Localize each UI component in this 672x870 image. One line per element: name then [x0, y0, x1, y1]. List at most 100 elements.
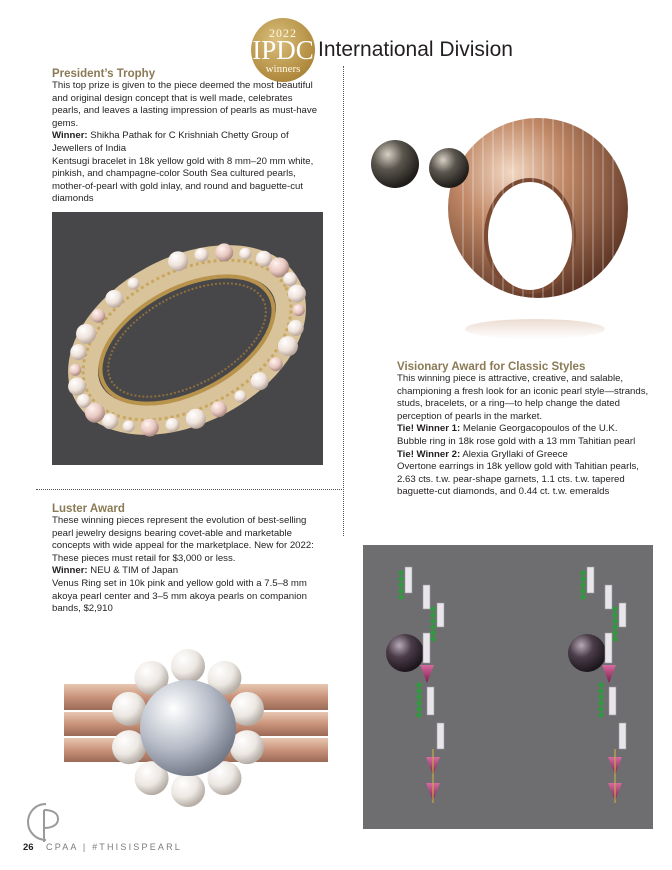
visionary-award-description: This winning piece is attractive, creati…	[397, 373, 649, 422]
luster-award-description: These winning pieces represent the evolu…	[52, 515, 314, 564]
emerald	[598, 682, 604, 688]
bracelet-pearl	[102, 413, 119, 430]
bracelet-pearl	[287, 284, 306, 303]
emerald	[598, 712, 604, 718]
baguette-diamond	[586, 566, 595, 594]
kentsugi-bracelet-photo	[52, 212, 323, 465]
presidents-trophy-winner: Winner: Shikha Pathak for C Krishniah Ch…	[52, 130, 320, 155]
badge-year: 2022	[269, 26, 297, 40]
visionary-award-winner-2: Tie! Winner 2: Alexia Gryllaki of Greece	[397, 449, 655, 462]
page-number: 26	[23, 842, 34, 853]
emerald	[598, 688, 604, 694]
garnet	[420, 665, 434, 683]
akoya-side-pearl	[229, 691, 264, 726]
akoya-side-pearl	[207, 761, 242, 796]
emerald	[416, 688, 422, 694]
akoya-side-pearl	[171, 649, 205, 683]
winner-1-label: Tie! Winner 1:	[397, 423, 461, 435]
bracelet-pearl	[255, 250, 272, 267]
badge-subtitle: winners	[265, 63, 301, 75]
emerald	[416, 706, 422, 712]
emerald	[398, 594, 404, 600]
baguette-diamond	[436, 602, 445, 628]
ipdc-badge-logo	[251, 18, 315, 82]
emerald	[430, 624, 436, 630]
presidents-trophy-heading: President’s Trophy	[52, 68, 156, 80]
emerald	[416, 682, 422, 688]
winner-label: Winner:	[52, 130, 88, 142]
bracelet-pearl	[194, 247, 209, 262]
luster-award-section: Luster Award These winning pieces repres…	[52, 503, 322, 616]
winner-1-name: Melanie Georgacopoulos of the U.K.	[462, 423, 618, 435]
earrings-illustration	[386, 566, 627, 803]
emerald	[398, 582, 404, 588]
section-title: International Division	[318, 38, 513, 61]
baguette-diamond	[604, 632, 613, 664]
akoya-side-pearl	[229, 730, 264, 765]
bracelet-pearl	[269, 257, 290, 278]
luster-award-heading: Luster Award	[52, 503, 125, 515]
emerald	[598, 706, 604, 712]
baguette-diamond	[608, 686, 617, 716]
visionary-award-heading: Visionary Award for Classic Styles	[397, 361, 586, 373]
bracelet-pearl	[210, 401, 227, 418]
publication-name: CPAA | #THISISPEARL	[46, 842, 183, 852]
bracelet-pearl	[239, 247, 252, 260]
visionary-award-winner-2-piece: Overtone earrings in 18k yellow gold wit…	[397, 461, 639, 498]
badge-title: IPDC	[252, 35, 314, 65]
bracelet-pearl	[268, 357, 283, 372]
bracelet-pearl	[283, 272, 298, 287]
luster-winner-label: Winner:	[52, 565, 88, 577]
emerald	[580, 582, 586, 588]
venus-ring-illustration	[64, 649, 328, 807]
emerald	[430, 630, 436, 636]
emerald	[430, 618, 436, 624]
emerald	[430, 612, 436, 618]
akoya-side-pearl	[207, 660, 242, 695]
emerald	[612, 618, 618, 624]
luster-award-piece: Venus Ring set in 10k pink and yellow go…	[52, 577, 307, 615]
emerald	[580, 576, 586, 582]
bracelet-pearl	[76, 323, 97, 344]
baguette-diamond	[604, 584, 613, 610]
baguette-diamond	[618, 602, 627, 628]
emerald	[430, 606, 436, 612]
bracelet-pearl	[287, 319, 304, 336]
horizontal-divider	[36, 489, 342, 490]
garnet	[602, 665, 616, 683]
vertical-divider	[343, 66, 344, 536]
emerald	[598, 700, 604, 706]
emerald	[612, 624, 618, 630]
bracelet-pearl	[105, 289, 124, 308]
baguette-diamond	[426, 686, 435, 716]
overtone-earrings-photo	[363, 545, 653, 829]
baguette-diamond	[422, 632, 431, 664]
emerald	[416, 700, 422, 706]
emerald	[580, 570, 586, 576]
emerald	[398, 576, 404, 582]
emerald	[598, 694, 604, 700]
winner-2-name: Alexia Gryllaki of Greece	[462, 448, 568, 460]
bracelet-pearl	[165, 418, 180, 433]
bubble-ring-photo	[355, 104, 655, 344]
visionary-award-winner-1: Tie! Winner 1: Melanie Georgacopoulos of…	[397, 423, 655, 436]
emerald	[612, 612, 618, 618]
bracelet-pearl	[215, 243, 234, 262]
bracelet-pearl	[84, 402, 105, 423]
presidents-trophy-section: President’s Trophy This top prize is giv…	[52, 68, 320, 206]
bracelet-pearl	[140, 418, 159, 437]
visionary-award-section: Visionary Award for Classic Styles This …	[397, 361, 655, 499]
bracelet-pearl	[91, 308, 106, 323]
bracelet-pearl	[122, 420, 135, 433]
emerald	[416, 712, 422, 718]
bracelet-pearl	[277, 336, 298, 357]
bracelet-illustration	[68, 243, 306, 437]
bracelet-pearl	[185, 408, 206, 429]
akoya-side-pearl	[171, 773, 205, 807]
bracelet-pearl	[234, 390, 247, 403]
tahitian-pearl	[568, 634, 606, 672]
emerald	[398, 588, 404, 594]
right-earring	[568, 566, 627, 803]
bracelet-pearl	[127, 277, 140, 290]
bracelet-pearl	[250, 372, 269, 391]
